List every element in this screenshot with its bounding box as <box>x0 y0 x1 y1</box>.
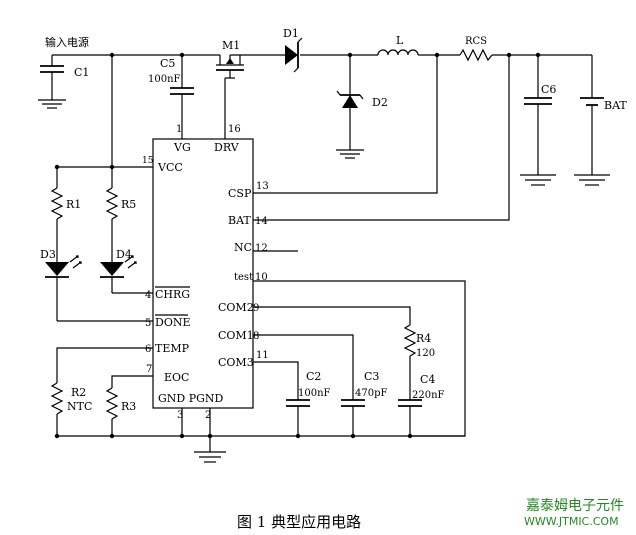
pin-7-number: 7 <box>146 364 152 375</box>
c2-label: C2 <box>306 370 321 383</box>
r1-label: R1 <box>66 198 81 211</box>
c4-label: C4 <box>420 373 435 386</box>
pin-16-number: 16 <box>228 124 241 135</box>
m1-mosfet <box>216 55 244 139</box>
figure-caption: 图 1 典型应用电路 <box>237 513 361 531</box>
r4-label: R4 <box>416 332 431 345</box>
pin-done: DONE <box>155 316 191 329</box>
pin-13-number: 13 <box>256 181 269 192</box>
r3-label: R3 <box>121 400 136 413</box>
c4-value: 220nF <box>412 390 445 401</box>
csp-wire <box>253 55 438 194</box>
r2-value: NTC <box>67 400 92 413</box>
pin-test: test <box>234 272 253 283</box>
m1-label: M1 <box>222 39 240 52</box>
d1-label: D1 <box>283 27 299 40</box>
c6-label: C6 <box>541 83 556 96</box>
c6-capacitor <box>520 52 556 186</box>
watermark-url: WWW.JTMIC.COM <box>524 515 619 528</box>
r4-value: 120 <box>416 348 435 359</box>
pin-nc: NC <box>234 241 252 254</box>
pin-1-number: 1 <box>176 124 182 135</box>
c3-capacitor <box>253 334 365 439</box>
c2-capacitor <box>253 361 310 439</box>
l-label: L <box>396 34 404 47</box>
r5-label: R5 <box>121 198 136 211</box>
d2-diode <box>336 52 364 159</box>
pin-eoc: EOC <box>164 371 189 384</box>
pin-csp: CSP <box>228 187 252 200</box>
d4-label: D4 <box>116 248 132 261</box>
pin-6-number: 6 <box>145 344 151 355</box>
d2-label: D2 <box>372 96 388 109</box>
battery <box>574 55 610 186</box>
r1-d3-branch <box>45 164 153 322</box>
rcs-label: RCS <box>465 36 487 47</box>
c1-label: C1 <box>74 66 89 79</box>
pin-2-number: 2 <box>205 410 211 421</box>
d3-label: D3 <box>40 248 56 261</box>
c2-value: 100nF <box>298 388 331 399</box>
watermark-company: 嘉泰姆电子元件 <box>526 498 624 514</box>
pin-drv: DRV <box>214 141 240 154</box>
pin-chrg: CHRG <box>155 288 190 301</box>
pin-vcc: VCC <box>157 161 183 174</box>
pin-12-number: 12 <box>255 243 268 254</box>
rcs-resistor <box>459 48 493 62</box>
bat-wire <box>253 55 510 221</box>
pin-com3: COM3 <box>218 356 254 369</box>
pin-15-number: 15 <box>142 156 154 166</box>
c3-value: 470pF <box>355 388 387 399</box>
r4-c4-network <box>253 306 422 439</box>
c1-capacitor <box>38 55 66 109</box>
c3-label: C3 <box>364 370 379 383</box>
pin-5-number: 5 <box>145 318 151 329</box>
r2-ntc-resistor <box>50 347 153 439</box>
inductor-l <box>377 49 422 56</box>
pin-com2: COM2 <box>218 301 254 314</box>
r3-resistor <box>105 375 153 439</box>
c5-label: C5 <box>160 57 175 70</box>
pin-com1: COM1 <box>218 329 254 342</box>
c5-value: 100nF <box>148 74 181 85</box>
pin-8-number: 8 <box>253 331 259 342</box>
pin-4-number: 4 <box>145 290 151 301</box>
ic-body <box>152 138 254 409</box>
pin-3-number: 3 <box>177 410 183 421</box>
bat-label: BAT <box>604 99 627 112</box>
pin-11-number: 11 <box>256 350 269 361</box>
r2-label: R2 <box>71 386 86 399</box>
d1-diode <box>285 37 303 73</box>
r5-d4-branch <box>100 167 153 294</box>
input-power-label: 输入电源 <box>45 35 89 49</box>
pin-gnd-pgnd: GND PGND <box>158 392 224 405</box>
junction-dot <box>109 52 115 58</box>
pin-temp: TEMP <box>155 342 190 355</box>
pin-vg: VG <box>173 141 191 154</box>
pin-bat: BAT <box>228 214 251 227</box>
ground-bus <box>57 408 465 463</box>
pin-14-number: 14 <box>255 216 268 227</box>
pin-10-number: 10 <box>255 272 268 283</box>
pin-9-number: 9 <box>253 303 259 314</box>
c5-capacitor <box>170 52 194 139</box>
